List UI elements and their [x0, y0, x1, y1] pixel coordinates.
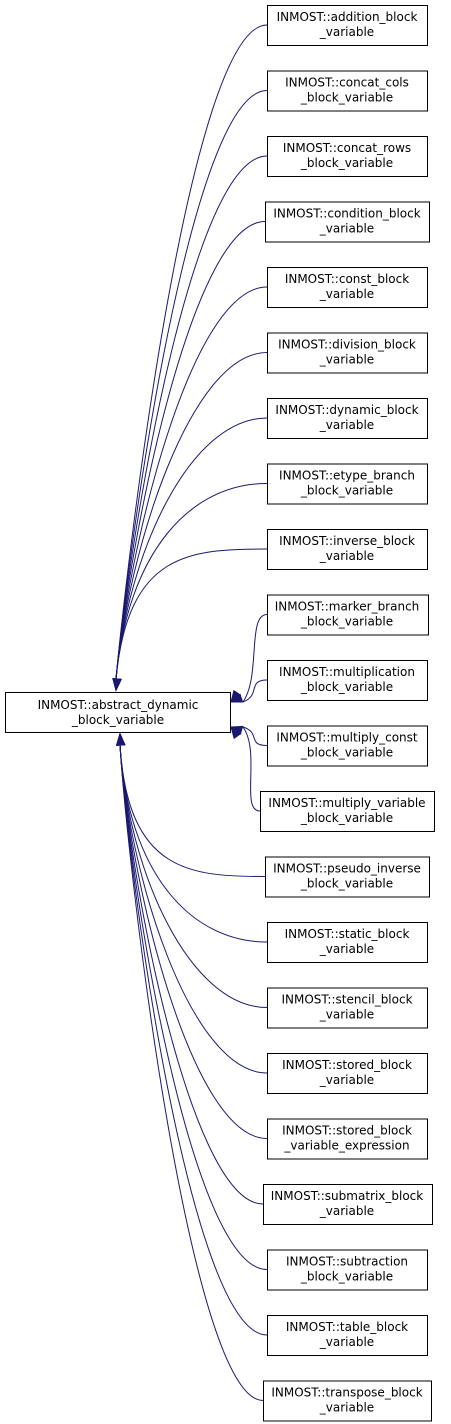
derived-class-label-line1: INMOST::static_block	[285, 927, 410, 941]
inheritance-edge	[242, 726, 261, 812]
base-class-label-line1: INMOST::abstract_dynamic	[38, 698, 199, 712]
inheritance-edge	[119, 744, 268, 1336]
derived-class-node[interactable]: INMOST::submatrix_block_variable	[263, 1184, 433, 1225]
derived-class-label-line1: INMOST::pseudo_inverse	[273, 862, 421, 876]
derived-class-label-line2: _block_variable	[300, 615, 393, 629]
inheritance-edge	[115, 90, 268, 680]
inheritance-edge	[119, 744, 264, 1205]
inheritance-edge	[119, 744, 268, 943]
class-nodes: INMOST::abstract_dynamic _block_variable…	[5, 5, 435, 1422]
derived-class-node[interactable]: INMOST::etype_branch_block_variable	[267, 463, 428, 505]
derived-class-label-line1: INMOST::const_block	[285, 272, 409, 286]
derived-class-label-line1: INMOST::condition_block	[273, 207, 420, 221]
derived-class-node[interactable]: INMOST::pseudo_inverse_block_variable	[265, 856, 430, 898]
base-class-node[interactable]: INMOST::abstract_dynamic _block_variable	[5, 692, 231, 733]
derived-class-label-line2: _variable	[319, 1335, 374, 1349]
derived-class-label-line1: INMOST::concat_cols	[285, 76, 409, 90]
derived-class-label-line2: _variable	[319, 353, 374, 367]
derived-class-node[interactable]: INMOST::multiplication_block_variable	[267, 660, 428, 701]
derived-class-label-line1: INMOST::subtraction	[286, 1255, 408, 1269]
derived-class-node[interactable]: INMOST::stored_block_variable	[267, 1053, 428, 1094]
derived-class-label-line2: _block_variable	[300, 746, 393, 760]
derived-class-label-line1: INMOST::stored_block	[282, 1124, 412, 1138]
derived-class-label-line2: _variable	[319, 942, 374, 956]
inheritance-edge	[115, 221, 266, 680]
inheritance-edge	[115, 286, 268, 680]
derived-class-label-line1: INMOST::concat_rows	[283, 141, 411, 155]
derived-class-label-line1: INMOST::stored_block	[282, 1058, 412, 1072]
derived-class-label-line1: INMOST::etype_branch	[279, 469, 415, 483]
derived-class-label-line2: _variable	[319, 1204, 374, 1218]
inheritance-edge	[119, 744, 268, 1074]
derived-class-label-line1: INMOST::multiply_variable	[268, 796, 425, 810]
derived-class-node[interactable]: INMOST::condition_block_variable	[265, 201, 430, 243]
derived-class-node[interactable]: INMOST::const_block_variable	[267, 267, 428, 308]
derived-class-label-line2: _block_variable	[300, 91, 393, 105]
derived-class-label-line2: _block_variable	[300, 484, 393, 498]
derived-class-label-line2: _variable	[319, 287, 374, 301]
derived-class-label-line1: INMOST::multiply_const	[276, 731, 418, 745]
derived-class-label-line1: INMOST::inverse_block	[279, 534, 415, 548]
derived-class-node[interactable]: INMOST::stored_block_variable_expression	[267, 1118, 428, 1160]
derived-class-label-line2: _block_variable	[300, 1270, 393, 1284]
inheritance-edge	[119, 744, 268, 1139]
derived-class-label-line2: _variable	[319, 418, 374, 432]
derived-class-label-line1: INMOST::table_block	[286, 1320, 408, 1334]
derived-class-label-line2: _variable_expression	[283, 1139, 409, 1153]
inheritance-edge	[119, 744, 268, 1008]
inheritance-edge	[119, 744, 268, 1270]
inheritance-edge	[115, 417, 268, 680]
edge-arrowhead	[116, 732, 126, 746]
derived-class-node[interactable]: INMOST::concat_rows_block_variable	[267, 136, 428, 177]
edge-arrowhead	[229, 693, 244, 703]
derived-class-node[interactable]: INMOST::stencil_block_variable	[267, 987, 428, 1029]
inheritance-edge	[115, 352, 268, 680]
derived-class-label-line1: INMOST::division_block	[278, 338, 416, 352]
derived-class-node[interactable]: INMOST::dynamic_block_variable	[267, 398, 428, 439]
derived-class-label-line2: _variable	[319, 549, 374, 563]
inheritance-edge	[115, 483, 268, 680]
derived-class-label-line1: INMOST::transpose_block	[271, 1386, 422, 1400]
derived-class-node[interactable]: INMOST::marker_branch_block_variable	[267, 594, 429, 636]
derived-class-node[interactable]: INMOST::multiply_variable_block_variable	[260, 791, 435, 832]
edge-arrowhead	[230, 725, 242, 740]
inheritance-edge	[119, 744, 266, 877]
derived-class-label-line1: INMOST::dynamic_block	[275, 403, 418, 417]
inheritance-edge	[115, 548, 268, 680]
derived-class-label-line2: _block_variable	[300, 811, 393, 825]
derived-class-label-line2: _variable	[319, 1401, 374, 1415]
base-class-label-line2: _block_variable	[71, 713, 164, 727]
derived-class-label-line1: INMOST::submatrix_block	[271, 1189, 424, 1203]
derived-class-label-line2: _block_variable	[300, 877, 393, 891]
inheritance-edges	[112, 24, 268, 1401]
derived-class-node[interactable]: INMOST::transpose_block_variable	[263, 1380, 432, 1422]
derived-class-label-line1: INMOST::marker_branch	[275, 600, 420, 614]
derived-class-node[interactable]: INMOST::static_block_variable	[267, 922, 428, 963]
derived-class-label-line2: _block_variable	[300, 680, 393, 694]
derived-class-node[interactable]: INMOST::division_block_variable	[267, 332, 428, 374]
inheritance-edge	[242, 726, 268, 746]
inheritance-edge	[119, 744, 264, 1401]
derived-class-label-line2: _variable	[319, 25, 374, 39]
derived-class-label-line2: _variable	[319, 1008, 374, 1022]
derived-class-label-line2: _variable	[319, 1073, 374, 1087]
derived-class-label-line1: INMOST::multiplication	[279, 665, 415, 679]
derived-class-label-line2: _variable	[319, 222, 374, 236]
derived-class-label-line1: INMOST::addition_block	[277, 10, 418, 24]
derived-class-node[interactable]: INMOST::table_block_variable	[267, 1315, 428, 1356]
derived-class-node[interactable]: INMOST::inverse_block_variable	[267, 529, 428, 570]
edge-arrowhead	[112, 678, 122, 692]
derived-class-label-line1: INMOST::stencil_block	[281, 993, 412, 1007]
derived-class-node[interactable]: INMOST::concat_cols_block_variable	[267, 70, 428, 112]
derived-class-node[interactable]: INMOST::multiply_const_block_variable	[267, 725, 428, 767]
derived-class-label-line2: _block_variable	[300, 156, 393, 170]
derived-class-node[interactable]: INMOST::addition_block_variable	[267, 5, 428, 46]
derived-class-node[interactable]: INMOST::subtraction_block_variable	[267, 1249, 428, 1291]
inheritance-edge	[242, 679, 268, 703]
inheritance-edge	[242, 614, 268, 703]
